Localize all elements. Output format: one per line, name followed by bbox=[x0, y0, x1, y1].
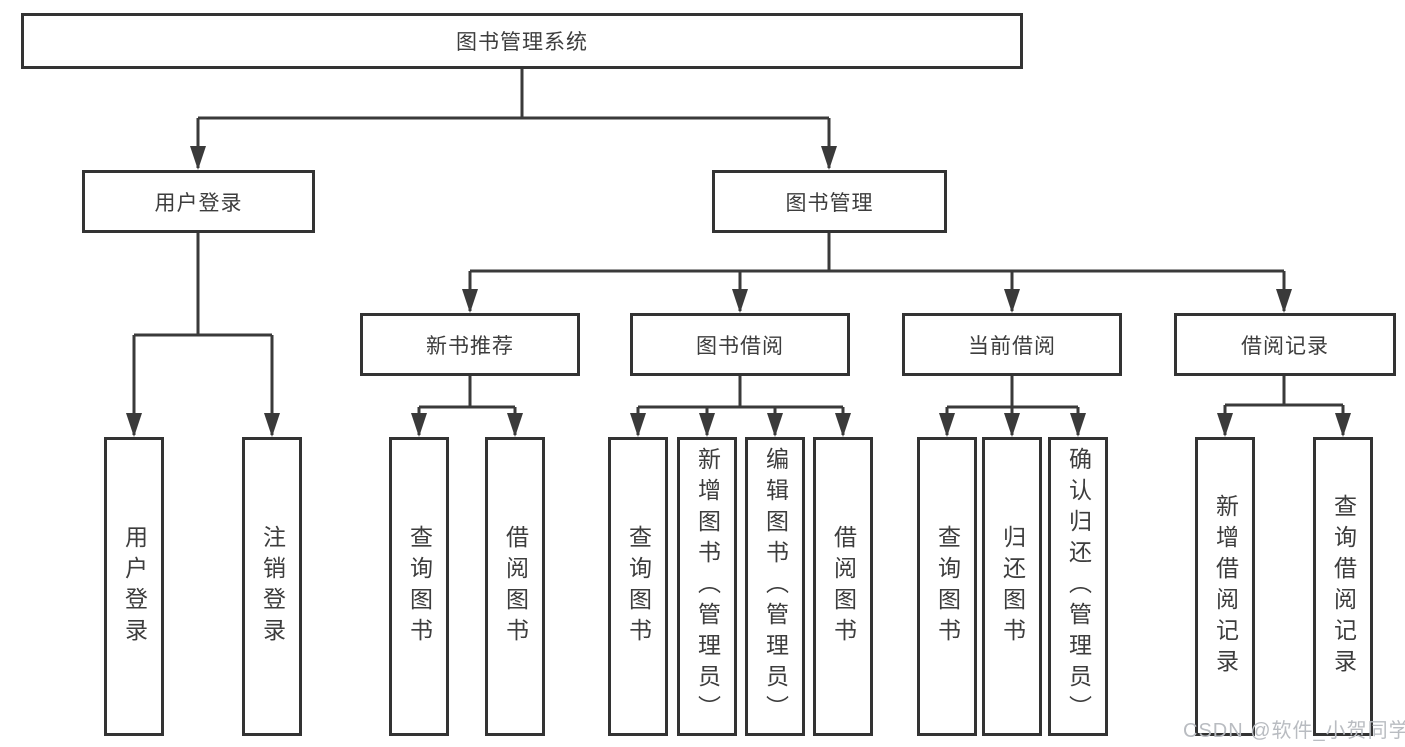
node-current-borrowing: 当前借阅 bbox=[902, 313, 1122, 376]
leaf-newbook-borrow-books: 借阅图书 bbox=[485, 437, 545, 736]
node-label: 查询图书 bbox=[406, 524, 433, 649]
node-label: 借阅图书 bbox=[830, 524, 857, 649]
leaf-newbook-query-books: 查询图书 bbox=[389, 437, 449, 736]
arrowheads-leaves bbox=[411, 413, 1351, 437]
node-library-management-system: 图书管理系统 bbox=[21, 13, 1023, 69]
connector-root-to-level2 bbox=[196, 69, 831, 168]
node-label: 图书借阅 bbox=[696, 334, 784, 358]
leaf-current-query-books: 查询图书 bbox=[917, 437, 977, 736]
leaf-logout: 注销登录 bbox=[242, 437, 302, 736]
leaf-user-login: 用户登录 bbox=[104, 437, 164, 736]
node-label: 归还图书 bbox=[999, 524, 1026, 649]
arrowheads-level2 bbox=[190, 146, 837, 170]
node-user-login: 用户登录 bbox=[82, 170, 315, 233]
node-label: 查询图书 bbox=[934, 524, 961, 649]
connector-userlogin-to-leaves bbox=[132, 233, 274, 435]
connector-records-to-leaves bbox=[1223, 376, 1345, 435]
node-label: 借阅记录 bbox=[1241, 334, 1329, 358]
csdn-watermark: CSDN @软件_小贺同学 bbox=[1183, 720, 1405, 742]
node-label: 编辑图书（管理员） bbox=[762, 447, 789, 726]
leaf-borrowing-edit-books-admin: 编辑图书（管理员） bbox=[745, 437, 805, 736]
node-label: 图书管理系统 bbox=[456, 31, 588, 54]
node-label: 新增借阅记录 bbox=[1212, 493, 1239, 680]
node-label: 确认归还（管理员） bbox=[1065, 447, 1092, 726]
node-label: 用户登录 bbox=[154, 191, 243, 215]
arrowheads-level3 bbox=[462, 289, 1292, 313]
leaf-current-return-books: 归还图书 bbox=[982, 437, 1042, 736]
leaf-records-add-borrow-record: 新增借阅记录 bbox=[1195, 437, 1255, 736]
leaf-current-confirm-return-admin: 确认归还（管理员） bbox=[1048, 437, 1108, 736]
node-label: 借阅图书 bbox=[502, 524, 529, 649]
leaf-borrowing-add-books-admin: 新增图书（管理员） bbox=[677, 437, 737, 736]
connector-bookborrow-to-leaves bbox=[636, 376, 845, 435]
node-label: 用户登录 bbox=[121, 524, 148, 649]
node-book-management: 图书管理 bbox=[712, 170, 947, 233]
leaf-borrowing-borrow-books: 借阅图书 bbox=[813, 437, 873, 736]
connector-currentborrow-to-leaves bbox=[945, 376, 1080, 435]
connector-bookmgmt-to-level3 bbox=[468, 233, 1286, 311]
connector-newbook-to-leaves bbox=[417, 376, 517, 435]
node-label: 查询图书 bbox=[625, 524, 652, 649]
node-borrowing-records: 借阅记录 bbox=[1174, 313, 1396, 376]
node-label: 注销登录 bbox=[259, 524, 286, 649]
node-label: 图书管理 bbox=[785, 191, 874, 215]
node-label: 当前借阅 bbox=[968, 334, 1056, 358]
node-book-borrowing: 图书借阅 bbox=[630, 313, 850, 376]
node-label: 新增图书（管理员） bbox=[694, 447, 721, 726]
leaf-records-query-borrow-record: 查询借阅记录 bbox=[1313, 437, 1373, 736]
node-label: 新书推荐 bbox=[426, 334, 514, 358]
leaf-borrowing-query-books: 查询图书 bbox=[608, 437, 668, 736]
node-label: 查询借阅记录 bbox=[1330, 493, 1357, 680]
arrowheads-userlogin-leaves bbox=[126, 413, 280, 437]
node-new-book-recommendation: 新书推荐 bbox=[360, 313, 580, 376]
